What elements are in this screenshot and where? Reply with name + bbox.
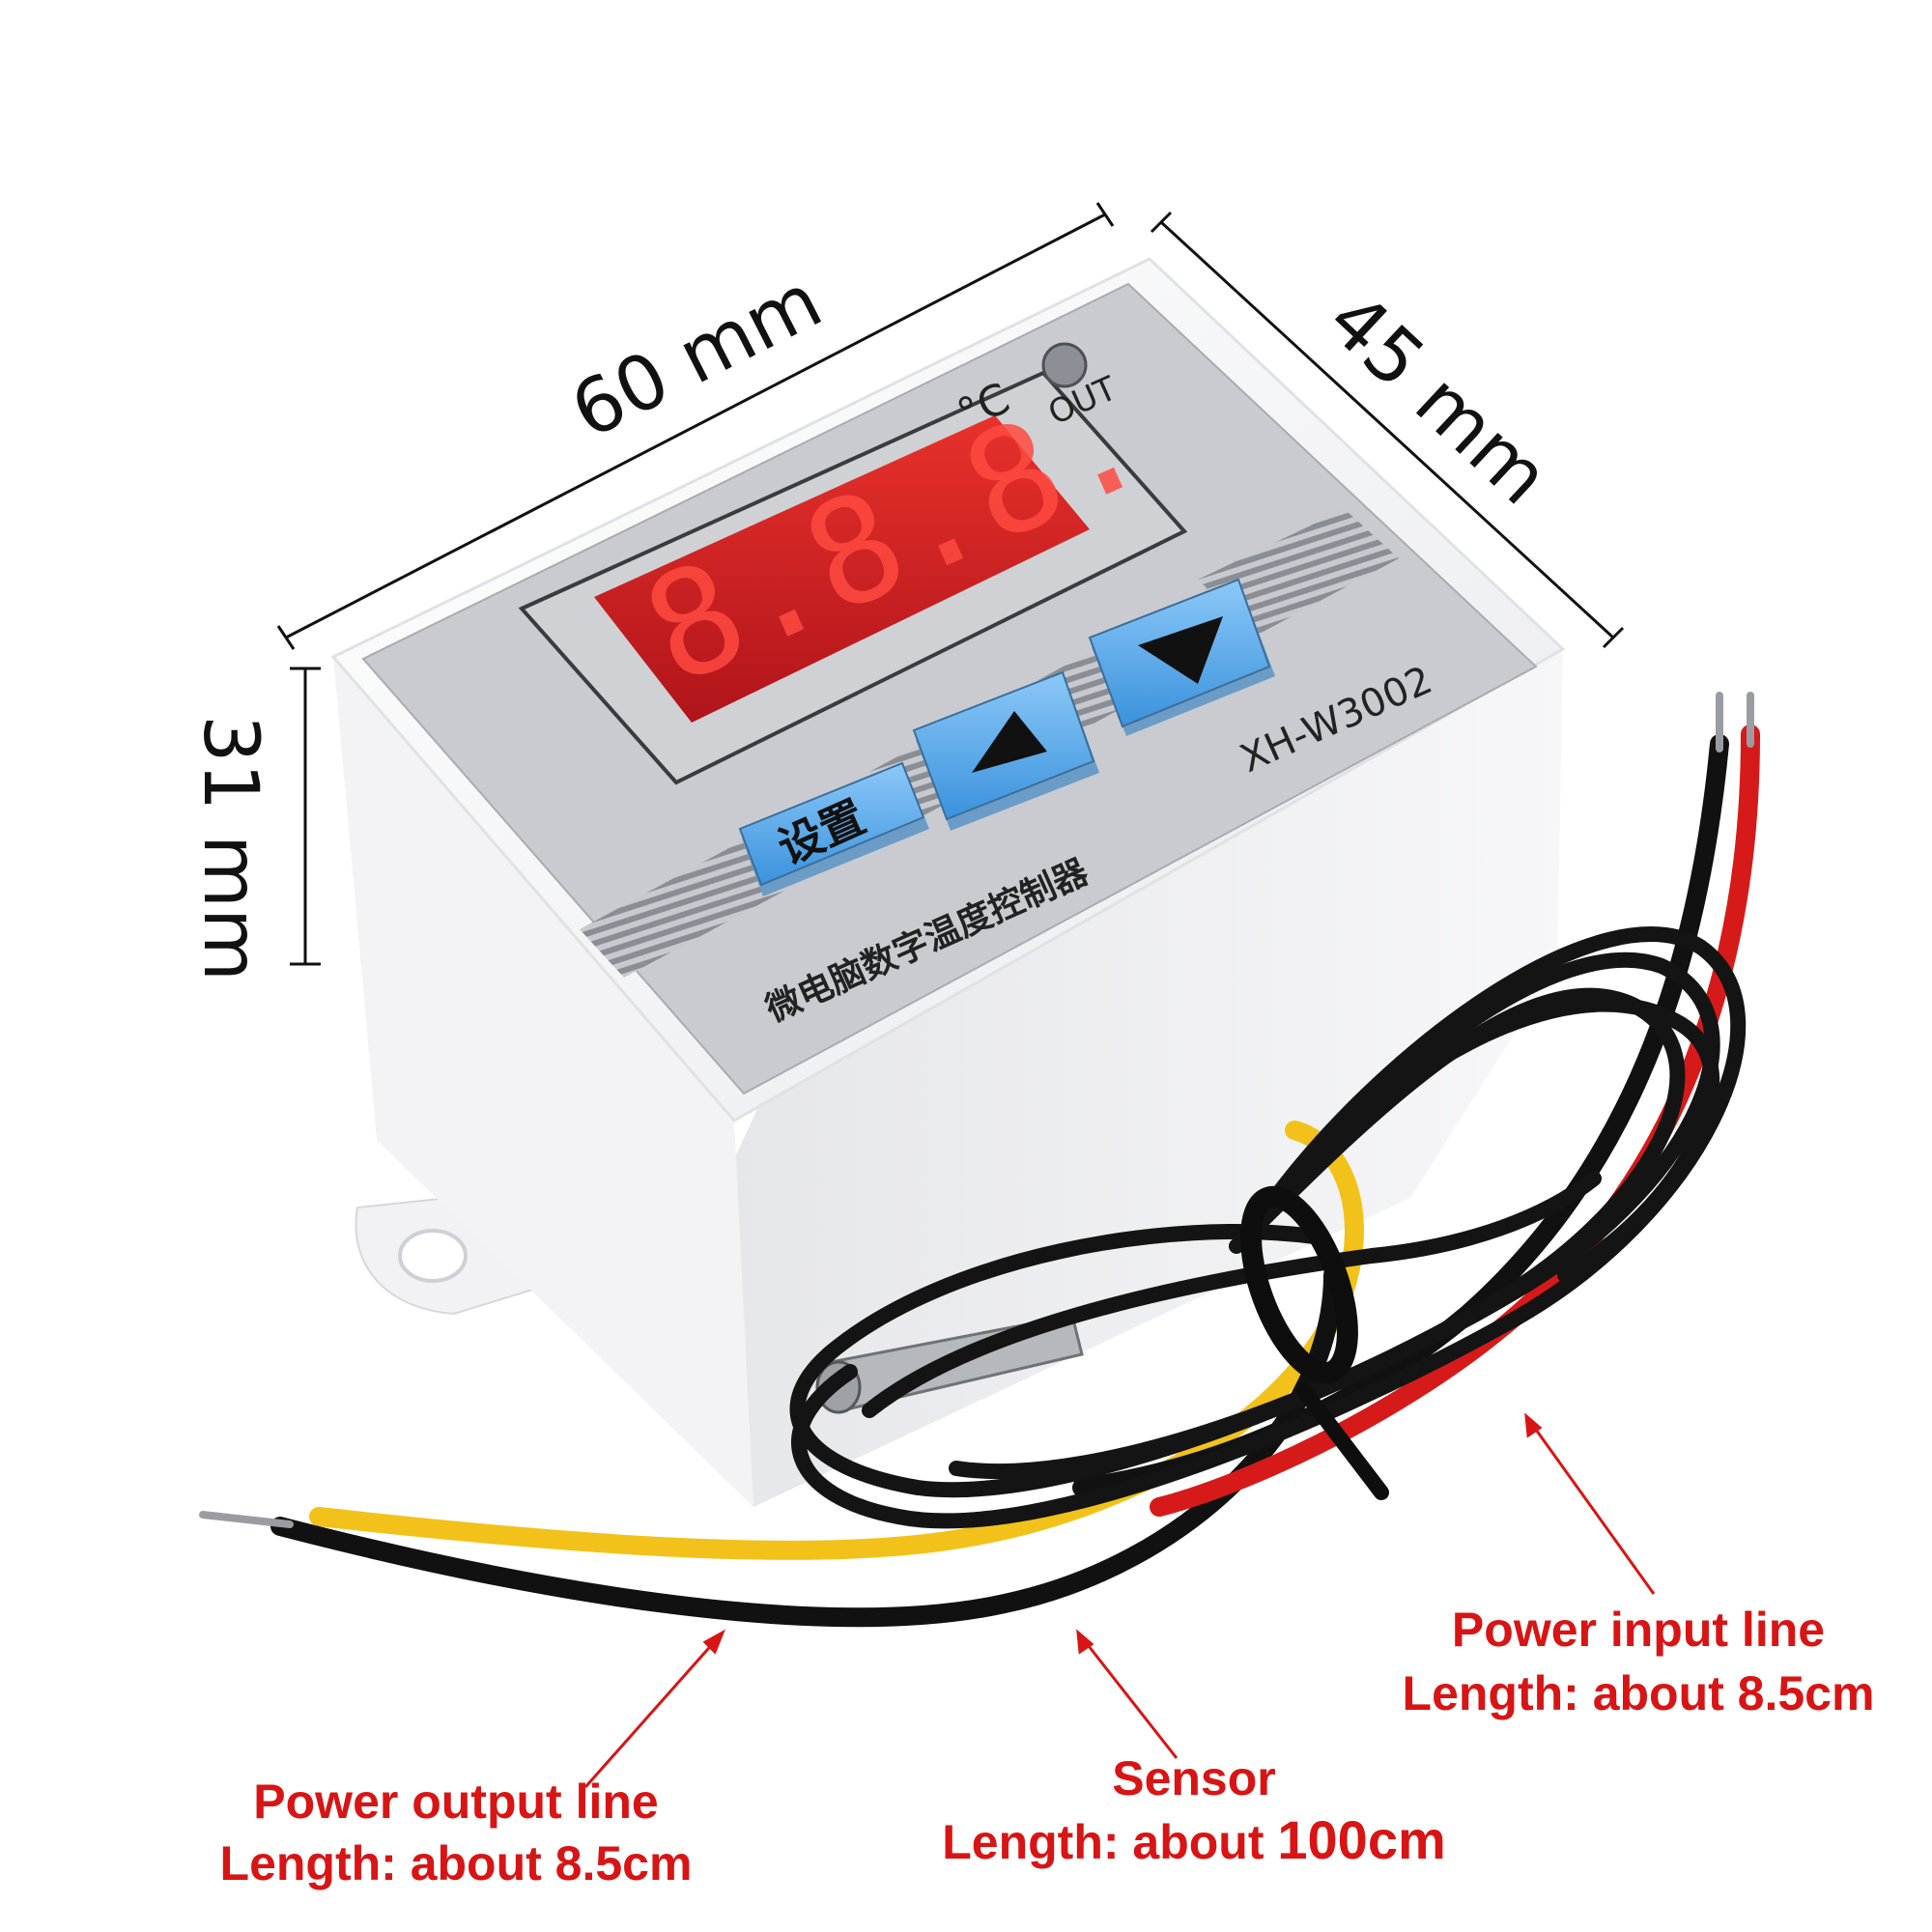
callout-arrows xyxy=(583,1412,1656,1788)
power-input-title: Power input line xyxy=(1452,1603,1825,1657)
mounting-hole xyxy=(398,1229,468,1283)
wires xyxy=(199,692,1760,1628)
sensor-length-prefix: Length: about xyxy=(942,1815,1277,1869)
up-button[interactable] xyxy=(912,670,1099,831)
sensor-callout: Sensor Length: about 100cm xyxy=(942,1751,1446,1870)
sensor-length-value: 100cm xyxy=(1277,1809,1445,1870)
up-arrow-icon xyxy=(972,711,1047,773)
coiled-sensor-cable xyxy=(789,926,1747,1529)
led-display xyxy=(594,415,1090,723)
power-output-callout: Power output line Length: about 8.5cm xyxy=(220,1775,693,1890)
height-dimension-label: 31 mm xyxy=(186,715,273,981)
down-arrow-icon xyxy=(1138,616,1223,684)
sensor-title: Sensor xyxy=(1112,1751,1276,1805)
out-indicator-led xyxy=(1041,342,1088,388)
set-button[interactable]: 设置 xyxy=(738,761,929,896)
down-button[interactable] xyxy=(1088,578,1275,736)
cable-tie xyxy=(1240,1185,1358,1384)
power-input-length: Length: about 8.5cm xyxy=(1403,1666,1875,1720)
sensor-length: Length: about 100cm xyxy=(942,1809,1446,1870)
power-input-callout: Power input line Length: about 8.5cm xyxy=(1403,1603,1875,1720)
power-output-length: Length: about 8.5cm xyxy=(220,1836,693,1890)
red-wire xyxy=(1150,724,1760,1517)
power-output-title: Power output line xyxy=(253,1775,658,1829)
